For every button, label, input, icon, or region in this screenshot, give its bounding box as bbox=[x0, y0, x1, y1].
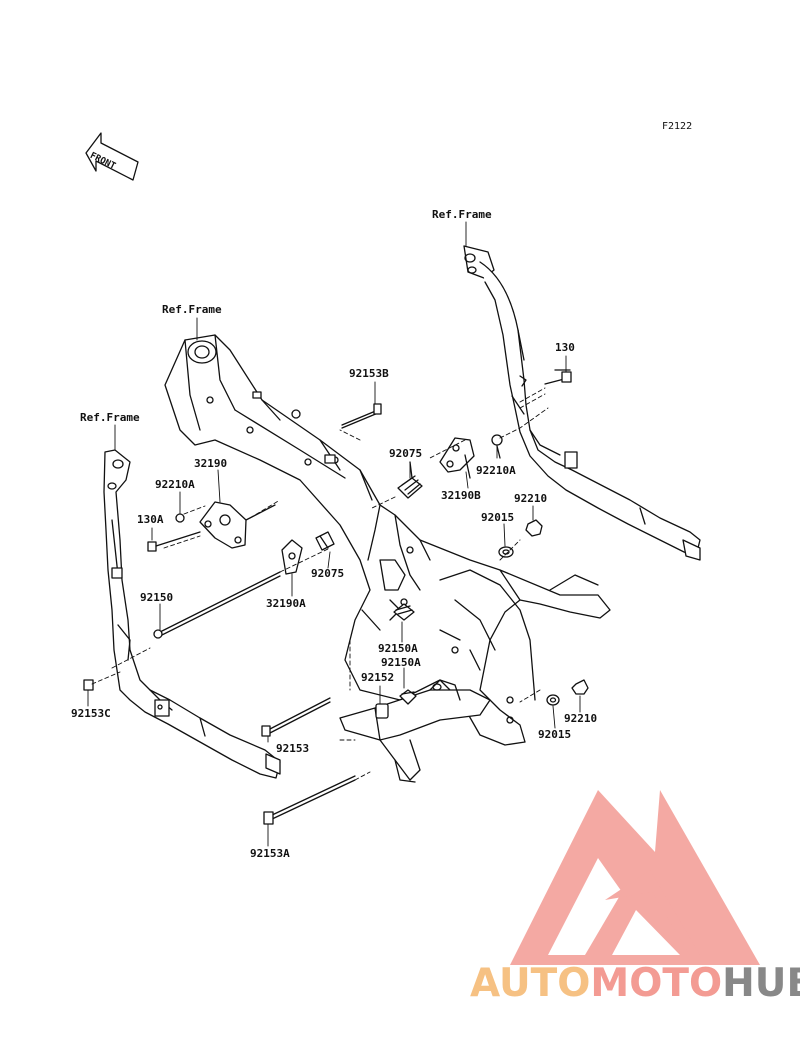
part-label-92015-lower: 92015 bbox=[538, 728, 572, 741]
front-arrow-icon bbox=[85, 132, 139, 181]
washer-92015-lower-icon bbox=[546, 694, 560, 706]
part-label-92153C: 92153C bbox=[71, 707, 111, 720]
washer-92015-upper-icon bbox=[498, 546, 514, 558]
part-label-92150A-b: 92150A bbox=[381, 656, 421, 669]
bolt-130-icon bbox=[544, 369, 572, 385]
spring-92150A-lower-icon bbox=[399, 689, 417, 705]
bracket-32190-icon bbox=[199, 501, 276, 549]
part-label-92153A: 92153A bbox=[250, 847, 290, 860]
part-label-92150: 92150 bbox=[140, 591, 174, 604]
washer-92210A-right-icon bbox=[491, 434, 503, 459]
part-label-92152: 92152 bbox=[361, 671, 395, 684]
bolt-92153-icon bbox=[261, 697, 331, 737]
part-label-32190B: 32190B bbox=[441, 489, 481, 502]
nut-92210-upper-icon bbox=[525, 519, 543, 537]
part-label-92210-lower: 92210 bbox=[564, 712, 598, 725]
part-label-92150A-a: 92150A bbox=[378, 642, 418, 655]
part-label-130: 130 bbox=[555, 341, 575, 354]
watermark-text: AUTOMOTOHUB bbox=[470, 962, 800, 1006]
part-label-92210-upper: 92210 bbox=[514, 492, 548, 505]
bracket-32190B-icon bbox=[439, 437, 475, 479]
bolt-92153A-icon bbox=[263, 775, 356, 825]
main-frame-body bbox=[164, 334, 611, 746]
part-label-92015-upper: 92015 bbox=[481, 511, 515, 524]
part-label-130A: 130A bbox=[137, 513, 164, 526]
rubber-mount-92075-upper-icon bbox=[397, 461, 423, 499]
automotohub-logo-icon bbox=[510, 790, 760, 965]
bracket-32190A-icon bbox=[281, 539, 303, 575]
part-label-92153: 92153 bbox=[276, 742, 310, 755]
watermark-hub: HUB bbox=[722, 961, 800, 1006]
bolt-92150-icon bbox=[153, 571, 281, 639]
bolt-92153B-icon bbox=[341, 403, 382, 429]
part-label-92075-lower: 92075 bbox=[311, 567, 345, 580]
washer-92210A-left-icon bbox=[175, 513, 185, 523]
ref-frame-top-right-label: Ref.Frame bbox=[432, 208, 492, 221]
bolt-92153C-icon bbox=[83, 679, 94, 691]
part-label-32190: 32190 bbox=[194, 457, 228, 470]
part-label-92075-upper: 92075 bbox=[389, 447, 423, 460]
part-label-92153B: 92153B bbox=[349, 367, 389, 380]
bolt-130A-icon bbox=[147, 531, 201, 552]
spring-92150A-upper-icon bbox=[393, 603, 415, 621]
right-rear-frame-rail bbox=[463, 245, 701, 561]
watermark-auto: AUTO bbox=[470, 961, 591, 1006]
ref-frame-main-label: Ref.Frame bbox=[162, 303, 222, 316]
part-label-92210A-right: 92210A bbox=[476, 464, 516, 477]
watermark-moto: MOTO bbox=[590, 961, 723, 1006]
collar-92152-icon bbox=[375, 703, 389, 719]
part-label-32190A: 32190A bbox=[266, 597, 306, 610]
nut-92210-lower-icon bbox=[571, 679, 589, 695]
rubber-mount-92075-lower-icon bbox=[315, 531, 335, 551]
figure-code: F2122 bbox=[662, 121, 693, 132]
leader-lines bbox=[87, 221, 581, 847]
ref-frame-left-label: Ref.Frame bbox=[80, 411, 140, 424]
part-label-92210A-left: 92210A bbox=[155, 478, 195, 491]
left-frame-rail bbox=[103, 449, 281, 779]
